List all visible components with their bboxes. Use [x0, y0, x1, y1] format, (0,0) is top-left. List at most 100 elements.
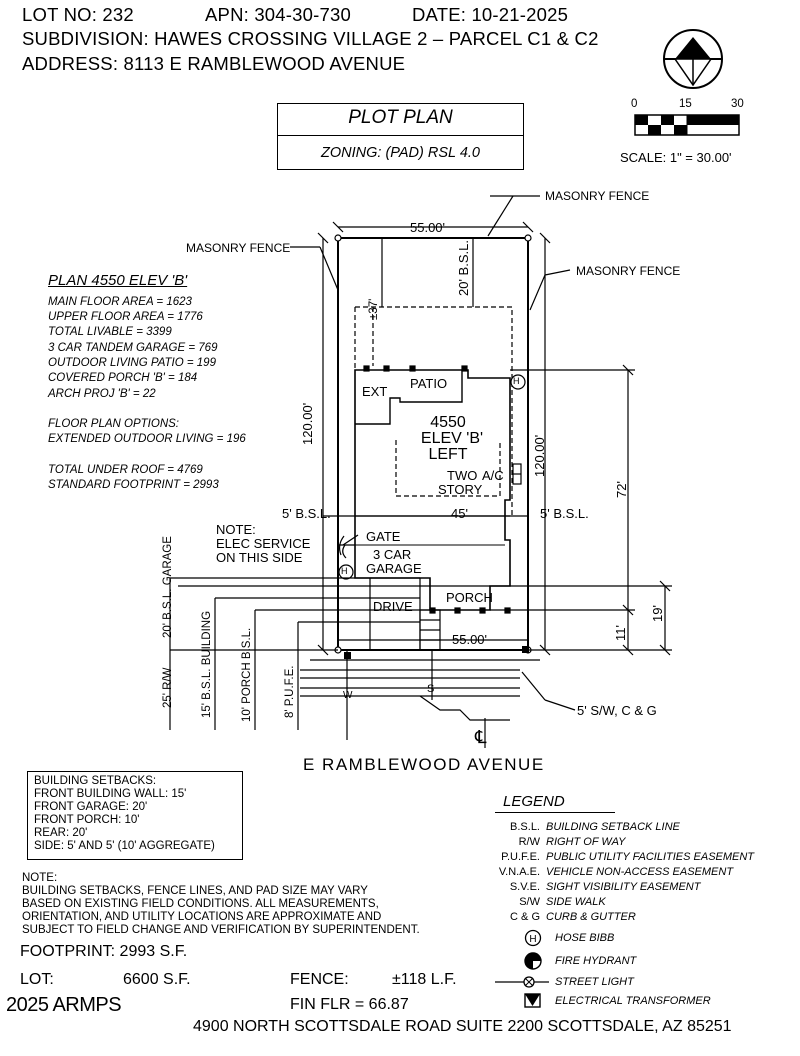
side-bsl-right: 5' B.S.L. — [540, 506, 589, 521]
scale-tick-0: 0 — [631, 98, 638, 110]
subdivision: SUBDIVISION: HAWES CROSSING VILLAGE 2 – … — [22, 28, 599, 49]
garage-label-2: GARAGE — [366, 561, 422, 576]
setback-line: FRONT BUILDING WALL: 15' — [34, 788, 187, 800]
finished-floor: FIN FLR = 66.87 — [290, 996, 409, 1013]
dim-19: 19' — [650, 605, 665, 622]
apn: APN: 304-30-730 — [205, 4, 351, 25]
plan-heading: PLAN 4550 ELEV 'B' — [48, 272, 188, 289]
total-under-roof: TOTAL UNDER ROOF = 4769 — [48, 464, 203, 476]
note-line: SUBJECT TO FIELD CHANGE AND VERIFICATION… — [22, 924, 420, 936]
footprint: FOOTPRINT: 2993 S.F. — [20, 943, 188, 960]
masonry-fence-label: MASONRY FENCE — [545, 189, 650, 203]
porch-bsl: 10' PORCH B.S.L. — [241, 627, 253, 722]
gate-label: GATE — [366, 529, 401, 544]
setback-line: FRONT GARAGE: 20' — [34, 801, 148, 813]
rear-bsl: 20' B.S.L. — [456, 240, 471, 296]
fence-length: ±118 L.F. — [392, 971, 457, 988]
scale-tick-30: 30 — [731, 98, 744, 110]
sidewalk-curb-label: 5' S/W, C & G — [577, 703, 657, 718]
lot-width-top: 55.00' — [410, 220, 446, 235]
legend-underline — [495, 812, 615, 813]
note-elec-1: NOTE: — [216, 522, 256, 537]
setbacks-heading: BUILDING SETBACKS: — [34, 775, 157, 787]
hose-bibb-marker: H — [341, 566, 348, 576]
address: ADDRESS: 8113 E RAMBLEWOOD AVENUE — [22, 53, 406, 74]
plan-line: MAIN FLOOR AREA = 1623 — [48, 296, 192, 308]
side-bsl-left: 5' B.S.L. — [282, 506, 331, 521]
setback-line: FRONT PORCH: 10' — [34, 814, 140, 826]
date: DATE: 10-21-2025 — [412, 4, 569, 25]
plot-plan-title: PLOT PLAN — [348, 107, 453, 128]
fence-label: FENCE: — [290, 971, 349, 988]
right-of-way: 25' R/W — [162, 667, 174, 708]
ac-label: A/C — [482, 468, 504, 483]
note-line: BASED ON EXISTING FIELD CONDITIONS. ALL … — [22, 898, 379, 910]
two-label: TWO — [447, 468, 478, 483]
setbacks-box — [27, 771, 243, 860]
street-light-icon — [495, 976, 549, 988]
scale-bar — [634, 114, 740, 136]
plan-line: OUTDOOR LIVING PATIO = 199 — [48, 357, 216, 369]
drive-label: DRIVE — [373, 599, 413, 614]
legend-symbol-label: FIRE HYDRANT — [555, 955, 637, 967]
title-divider — [277, 103, 524, 136]
setback-line — [355, 306, 513, 516]
options-line: EXTENDED OUTDOOR LIVING = 196 — [48, 433, 246, 445]
lot-number: LOT NO: 232 — [22, 4, 134, 25]
lot-label: LOT: — [20, 971, 54, 988]
north-arrow-icon — [663, 29, 723, 89]
centerline-marker: ℄ — [475, 727, 487, 747]
building-bsl: 15' B.S.L. BUILDING — [201, 610, 213, 718]
lot-width-bottom: 55.00' — [452, 632, 488, 647]
plan-line: COVERED PORCH 'B' = 184 — [48, 372, 198, 384]
house-plan-number: 4550 — [430, 414, 466, 431]
note-line: ORIENTATION, AND UTILITY LOCATIONS ARE A… — [22, 911, 382, 923]
setback-line: SIDE: 5' AND 5' (10' AGGREGATE) — [34, 840, 215, 852]
note-elec-3: ON THIS SIDE — [216, 550, 303, 565]
plan-line: 3 CAR TANDEM GARAGE = 769 — [48, 342, 218, 354]
lot-area: 6600 S.F. — [123, 971, 191, 988]
porch-label: PORCH — [446, 590, 493, 605]
svg-text:H: H — [529, 934, 536, 945]
story-label: STORY — [438, 482, 483, 497]
scale-tick-15: 15 — [679, 98, 692, 110]
house-outline — [354, 369, 511, 611]
zoning: ZONING: (PAD) RSL 4.0 — [321, 145, 480, 161]
garage-bsl: 20' B.S.L. GARAGE — [162, 536, 174, 638]
masonry-fence-label: MASONRY FENCE — [576, 264, 681, 278]
garage-label-1: 3 CAR — [373, 547, 412, 562]
setback-line: REAR: 20' — [34, 827, 88, 839]
patio-label: PATIO — [410, 376, 448, 391]
plan-line: TOTAL LIVABLE = 3399 — [48, 326, 172, 338]
legend-symbol-label: ELECTRICAL TRANSFORMER — [555, 995, 711, 1007]
options-heading: FLOOR PLAN OPTIONS: — [48, 418, 179, 430]
scale-label: SCALE: 1" = 30.00' — [620, 150, 732, 165]
note-line: BUILDING SETBACKS, FENCE LINES, AND PAD … — [22, 885, 368, 897]
plan-line: UPPER FLOOR AREA = 1776 — [48, 311, 203, 323]
ext-label: EXT — [362, 384, 388, 399]
legend-symbol-label: HOSE BIBB — [555, 932, 615, 944]
hose-bibb-icon: H — [524, 929, 542, 947]
depth-right: 120.00' — [532, 434, 547, 477]
rear-dimension: ±37' — [368, 298, 380, 320]
site-plan-drawing — [169, 195, 672, 748]
dim-11: 11' — [613, 625, 628, 641]
street-name: E RAMBLEWOOD AVENUE — [303, 755, 545, 774]
copyright: 2025 ARMPS — [6, 994, 122, 1016]
masonry-fence-label: MASONRY FENCE — [186, 241, 291, 255]
pufe: 8' P.U.F.E. — [284, 665, 296, 718]
company-address: 4900 NORTH SCOTTSDALE ROAD SUITE 2200 SC… — [193, 1018, 732, 1035]
sidewalk-marker: S — [427, 683, 435, 695]
house-width: 45' — [451, 506, 468, 521]
legend-symbol-label: STREET LIGHT — [555, 976, 634, 988]
fire-hydrant-icon — [524, 952, 542, 970]
water-marker: W — [343, 690, 353, 701]
electrical-transformer-icon — [524, 993, 541, 1008]
depth-left: 120.00' — [300, 402, 315, 445]
standard-footprint: STANDARD FOOTPRINT = 2993 — [48, 479, 219, 491]
plan-line: ARCH PROJ 'B' = 22 — [48, 388, 156, 400]
note-line: NOTE: — [22, 872, 58, 884]
house-elevation: ELEV 'B' — [420, 430, 484, 447]
hose-bibb-marker: H — [513, 376, 520, 386]
legend-title: LEGEND — [503, 793, 565, 810]
